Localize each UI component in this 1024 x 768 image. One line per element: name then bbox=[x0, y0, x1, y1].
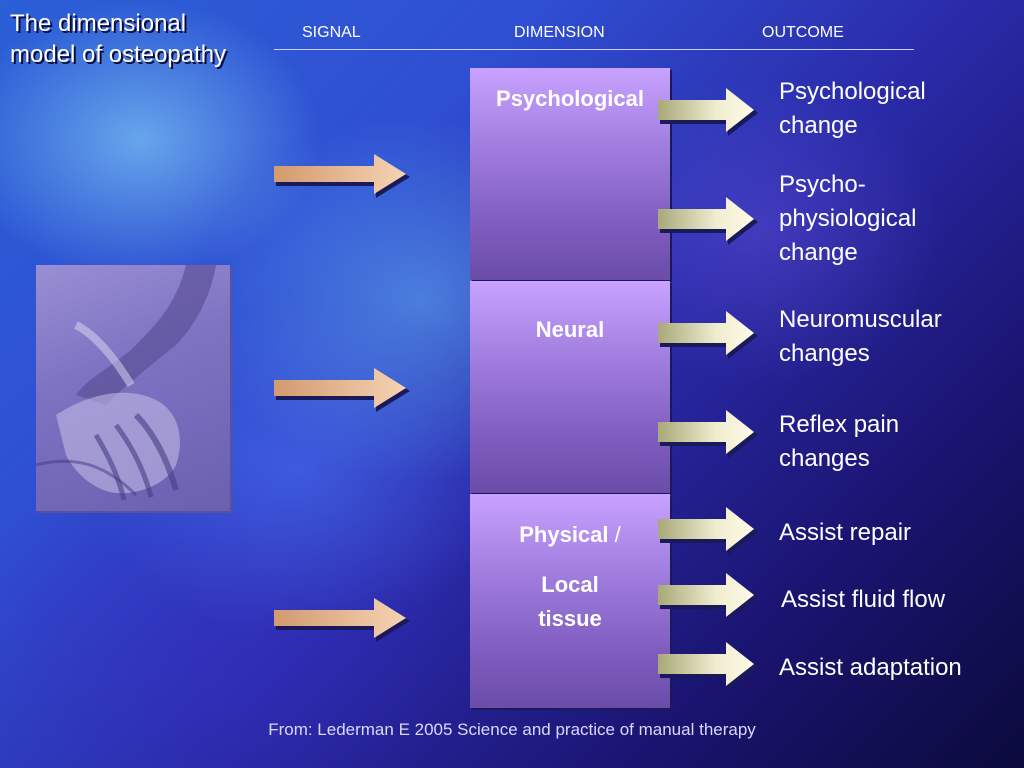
dimension-local-label-2: tissue bbox=[538, 606, 602, 631]
outcome-arrow-7 bbox=[658, 642, 758, 690]
signal-arrow-psychological bbox=[274, 154, 410, 198]
slide-title: The dimensional model of osteopathy bbox=[10, 10, 227, 68]
outcome-arrow-2 bbox=[658, 197, 758, 245]
outcome-line: physiological bbox=[779, 205, 917, 232]
outcome-arrow-1 bbox=[658, 88, 758, 136]
header-outcome: OUTCOME bbox=[762, 24, 844, 41]
header-dimension: DIMENSION bbox=[514, 24, 605, 41]
outcome-line: change bbox=[779, 239, 858, 266]
dimension-physical-separator: / bbox=[614, 522, 621, 547]
dimension-physical-label: Physical / bbox=[470, 522, 670, 548]
outcome-line: Neuromuscular bbox=[779, 306, 942, 333]
outcome-reflex-pain-changes: Reflex pain changes bbox=[779, 408, 899, 476]
dimension-physical-box: Physical / Local tissue bbox=[470, 494, 670, 708]
outcome-neuromuscular-changes: Neuromuscular changes bbox=[779, 303, 942, 371]
header-divider bbox=[274, 49, 914, 50]
outcome-line: changes bbox=[779, 445, 870, 472]
header-signal: SIGNAL bbox=[302, 24, 361, 41]
outcome-arrow-3 bbox=[658, 311, 758, 359]
outcome-line: Psycho- bbox=[779, 171, 866, 198]
outcome-line: change bbox=[779, 112, 858, 139]
dimension-physical-text: Physical bbox=[519, 522, 609, 547]
outcome-assist-repair: Assist repair bbox=[779, 516, 911, 550]
outcome-psychological-change: Psychological change bbox=[779, 75, 926, 143]
outcome-line: Reflex pain bbox=[779, 411, 900, 438]
outcome-assist-fluid-flow: Assist fluid flow bbox=[781, 583, 945, 617]
outcome-line: Assist fluid flow bbox=[781, 586, 946, 613]
outcome-assist-adaptation: Assist adaptation bbox=[779, 651, 962, 685]
outcome-arrow-6 bbox=[658, 573, 758, 621]
outcome-arrow-5 bbox=[658, 507, 758, 555]
hands-photo bbox=[36, 265, 230, 511]
outcome-arrow-4 bbox=[658, 410, 758, 458]
outcome-line: Assist repair bbox=[779, 519, 912, 546]
dimension-neural-label: Neural bbox=[535, 317, 605, 342]
signal-arrow-physical bbox=[274, 598, 410, 642]
signal-arrow-neural bbox=[274, 368, 410, 412]
source-citation: From: Lederman E 2005 Science and practi… bbox=[268, 720, 756, 739]
dimension-psychological-label: Psychological bbox=[496, 86, 644, 111]
outcome-line: changes bbox=[779, 340, 870, 367]
dimension-local-label-1: Local bbox=[541, 572, 599, 597]
outcome-line: Psychological bbox=[779, 78, 926, 105]
dimension-psychological-box: Psychological bbox=[470, 68, 670, 280]
outcome-psychophysiological-change: Psycho- physiological change bbox=[779, 168, 916, 270]
dimension-neural-box: Neural bbox=[470, 281, 670, 493]
outcome-line: Assist adaptation bbox=[779, 654, 962, 681]
